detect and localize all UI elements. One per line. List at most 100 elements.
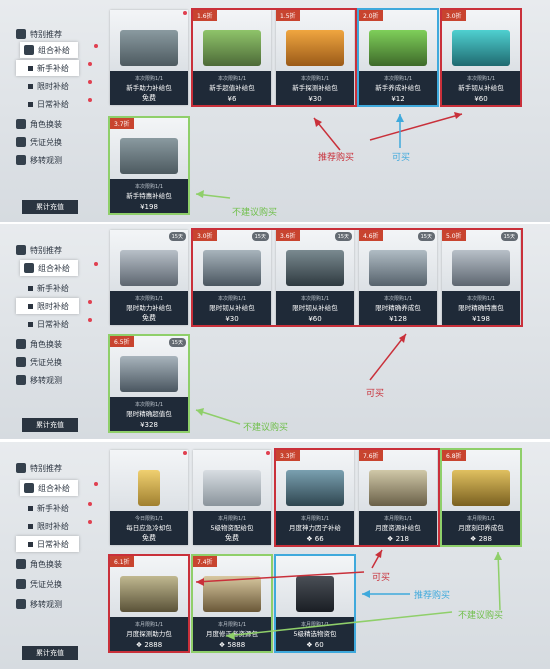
pack-card[interactable]: 6.5折 15天 本次限购1/1 限时精确超值包 ¥328 (110, 336, 188, 431)
pack-card[interactable]: 15天 本次限购1/1 限时助力补给包 免费 (110, 230, 188, 325)
sidebar-item-transfer[interactable]: 移转观测 (16, 596, 62, 612)
sidebar-item-transfer[interactable]: 移转观测 (16, 152, 62, 168)
crate-image (369, 30, 427, 66)
voucher-icon (16, 357, 26, 367)
recharge-button[interactable]: 累计充值 (22, 646, 78, 660)
pack-card[interactable]: 本月限购1/1 5级物资配给包 免费 (193, 450, 271, 545)
crate-image (120, 250, 178, 286)
notify-dot (88, 318, 92, 322)
crate-image (452, 30, 510, 66)
timer-badge: 15天 (500, 232, 518, 241)
pack-card[interactable]: 今日限购1/1 每日应急冷却包 免费 (110, 450, 188, 545)
sidebar-item-newbie[interactable]: 新手补给 (16, 500, 69, 516)
panel-daily: 特别推荐 组合补给 新手补给 限时补给 日常补给 角色换装 凭证兑换 移转观测 … (0, 442, 550, 669)
sidebar-item-daily[interactable]: 日常补给 (16, 96, 69, 112)
pack-card[interactable]: 3.0折 15天 本次限购1/1 限时韧从补给包 ¥30 (193, 230, 271, 325)
pack-card[interactable]: 本次限购1/1 新手助力补给包 免费 (110, 10, 188, 105)
annotation-recommend: 推荐购买 (414, 591, 451, 601)
notify-dot (183, 11, 187, 15)
sidebar-item-voucher[interactable]: 凭证兑换 (16, 576, 62, 592)
sidebar-item-voucher[interactable]: 凭证兑换 (16, 134, 62, 150)
crystal-icon: ❖ (218, 641, 228, 649)
sidebar-item-skins[interactable]: 角色换装 (16, 116, 62, 132)
sidebar-item-limited[interactable]: 限时补给 (16, 298, 79, 314)
sidebar-item-transfer[interactable]: 移转观测 (16, 372, 62, 388)
pack-card[interactable]: 6.8折 本月限购1/1 月度刻印养成包 ❖ 288 (442, 450, 520, 545)
bullet-icon (28, 541, 33, 547)
crystal-icon: ❖ (306, 535, 315, 543)
sidebar-item-newbie[interactable]: 新手补给 (16, 60, 79, 76)
pack-card[interactable]: 本月限购1/1 5级精选物资包 ❖ 60 (276, 556, 354, 651)
sidebar-item-daily[interactable]: 日常补给 (16, 536, 79, 552)
notify-dot (88, 98, 92, 102)
crate-image (369, 470, 427, 506)
crate-image (452, 250, 510, 286)
annotation-arrows (195, 112, 463, 199)
notify-dot (88, 62, 92, 66)
bullet-icon (28, 285, 33, 291)
crate-image (120, 138, 178, 174)
annotation-buyable: 可买 (366, 389, 385, 399)
sidebar-item-newbie[interactable]: 新手补给 (16, 280, 69, 296)
bundle-icon (24, 263, 34, 273)
sidebar-item-featured[interactable]: 特别推荐 (16, 242, 62, 258)
sidebar-item-bundle[interactable]: 组合补给 (20, 480, 78, 496)
sidebar-item-skins[interactable]: 角色换装 (16, 336, 62, 352)
voucher-icon (16, 579, 26, 589)
not-recommended-highlight (108, 116, 190, 215)
pack-card[interactable]: 3.7折 本次限购1/1 新手特惠补给包 ¥198 (110, 118, 188, 213)
buyable-highlight (274, 448, 440, 547)
transfer-icon (16, 155, 26, 165)
bullet-icon (28, 523, 33, 529)
buyable-highlight (191, 228, 523, 327)
annotation-buyable: 可买 (372, 573, 391, 583)
pack-card[interactable]: 5.0折 15天 本次限购1/1 限时精确特惠包 ¥198 (442, 230, 520, 325)
annotation-recommend: 推荐购买 (318, 153, 355, 163)
sidebar-item-bundle[interactable]: 组合补给 (20, 260, 78, 276)
timer-badge: 15天 (168, 232, 186, 241)
sidebar-item-bundle[interactable]: 组合补给 (20, 42, 78, 58)
shirt-icon (16, 559, 26, 569)
bullet-icon (28, 101, 33, 107)
pack-card[interactable]: 1.5折 本次限购1/1 新手探测补给包 ¥30 (276, 10, 354, 105)
panel-newbie: 特别推荐 组合补给 新手补给 限时补给 日常补给 角色换装 凭证兑换 移转观测 … (0, 0, 550, 222)
sidebar-item-limited[interactable]: 限时补给 (16, 518, 69, 534)
sidebar-item-limited[interactable]: 限时补给 (16, 78, 69, 94)
recommend-highlight (191, 8, 357, 107)
not-recommended-highlight (440, 448, 522, 547)
bullet-icon (28, 321, 33, 327)
pack-card[interactable]: 4.6折 15天 本次限购1/1 限时精确养成包 ¥128 (359, 230, 437, 325)
sidebar-item-skins[interactable]: 角色换装 (16, 556, 62, 572)
notify-dot (88, 520, 92, 524)
pack-card[interactable]: 7.6折 本月限购1/1 月度资源补给包 ❖ 218 (359, 450, 437, 545)
sidebar-item-featured[interactable]: 特别推荐 (16, 460, 62, 476)
pack-card[interactable]: 3.0折 本次限购1/1 新手韧从补给包 ¥60 (442, 10, 520, 105)
crystal-icon: ❖ (387, 535, 396, 543)
star-icon (16, 245, 26, 255)
pack-card[interactable]: 6.1折 本月限购1/1 月度探测助力包 ❖ 2888 (110, 556, 188, 651)
canister-image (138, 470, 160, 506)
pack-card[interactable]: 3.3折 本月限购1/1 月度神力因子补给 ❖ 66 (276, 450, 354, 545)
recharge-button[interactable]: 累计充值 (22, 418, 78, 432)
crate-image (286, 30, 344, 66)
crate-image (286, 250, 344, 286)
sidebar: 特别推荐 组合补给 新手补给 限时补给 日常补给 角色换装 凭证兑换 移转观测 … (0, 0, 100, 222)
bullet-icon (28, 505, 33, 511)
sidebar-item-featured[interactable]: 特别推荐 (16, 26, 62, 42)
annotation-not-recommended: 不建议购买 (232, 208, 278, 218)
not-recommended-highlight (191, 554, 273, 653)
buyable-highlight (357, 8, 439, 107)
sidebar: 特别推荐 组合补给 新手补给 限时补给 日常补给 角色换装 凭证兑换 移转观测 … (0, 224, 100, 439)
pack-card[interactable]: 1.6折 本次限购1/1 新手超值补给包 ¥6 (193, 10, 271, 105)
recharge-button[interactable]: 累计充值 (22, 200, 78, 214)
sidebar-item-daily[interactable]: 日常补给 (16, 316, 69, 332)
crate-image (203, 30, 261, 66)
pack-card[interactable]: 2.0折 本次限购1/1 新手养成补给包 ¥12 (359, 10, 437, 105)
star-icon (16, 463, 26, 473)
panel-limited: 特别推荐 组合补给 新手补给 限时补给 日常补给 角色换装 凭证兑换 移转观测 … (0, 224, 550, 439)
bullet-icon (28, 83, 33, 89)
not-recommended-highlight (108, 334, 190, 433)
bundle-icon (24, 45, 34, 55)
pack-card[interactable]: 3.6折 15天 本次限购1/1 限时韧从补给包 ¥60 (276, 230, 354, 325)
sidebar-item-voucher[interactable]: 凭证兑换 (16, 354, 62, 370)
